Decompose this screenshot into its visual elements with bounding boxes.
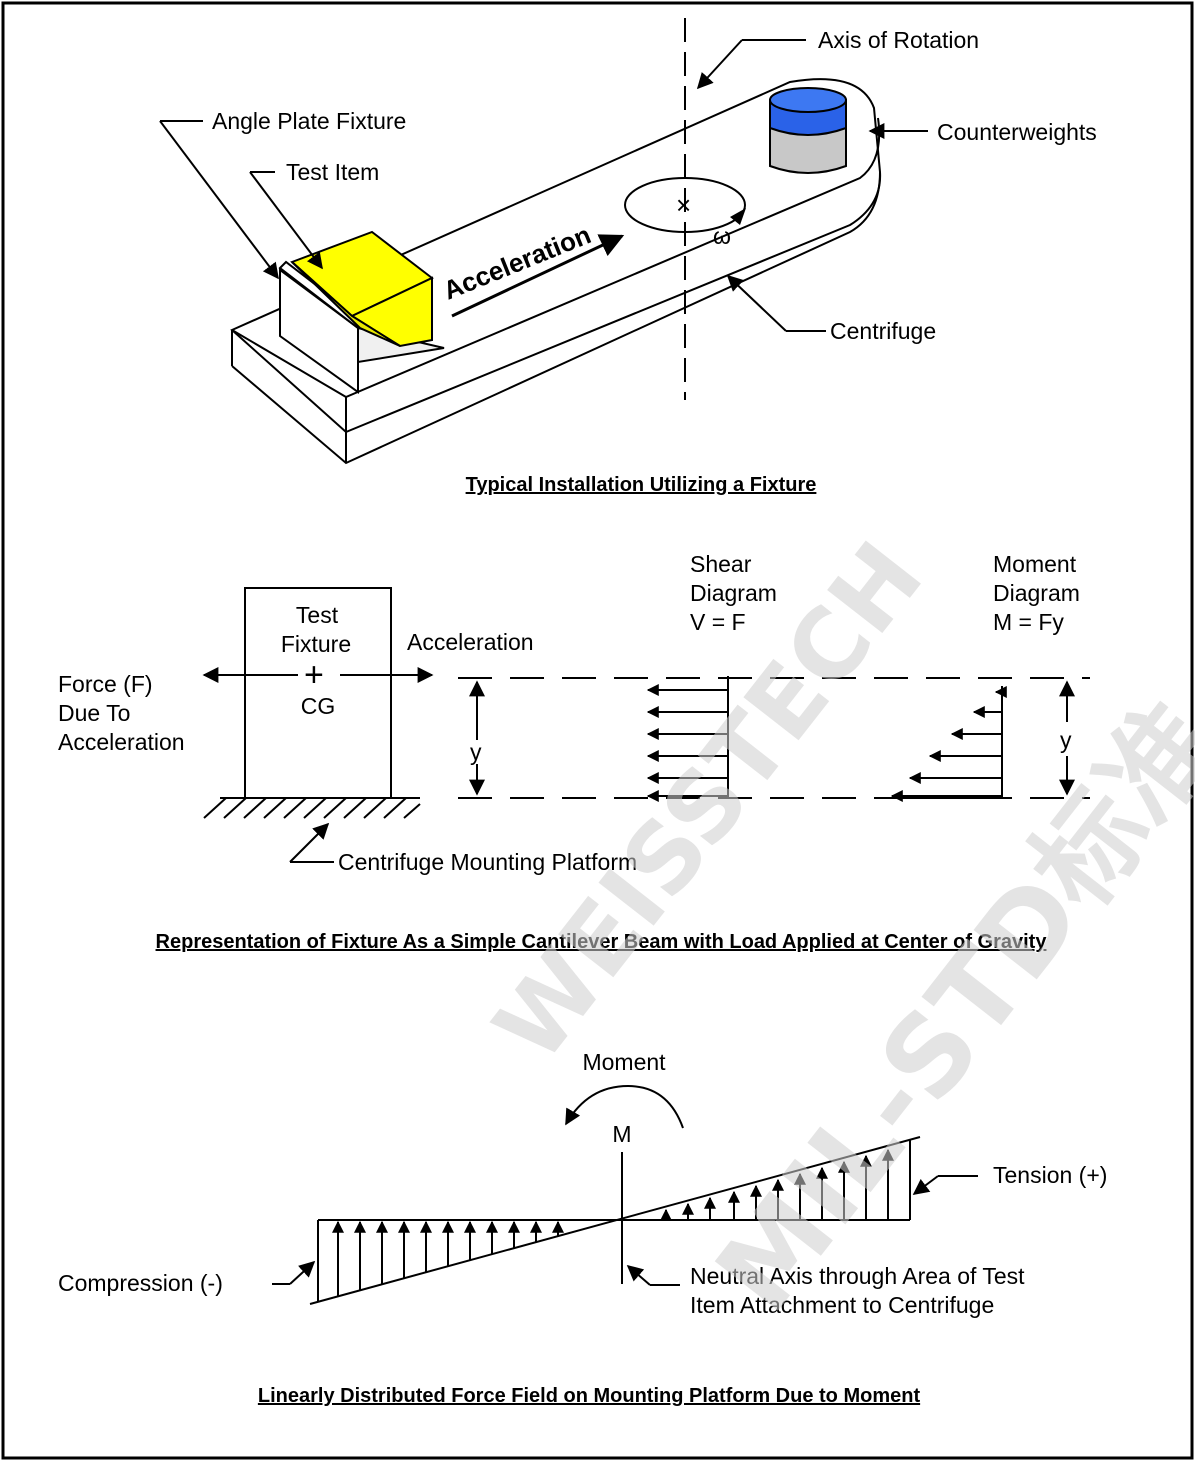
caption-panel3-text: Linearly Distributed Force Field on Moun… xyxy=(258,1385,921,1407)
caption-panel2: Representation of Fixture As a Simple Ca… xyxy=(156,931,1048,953)
panel-installation: × ω Acceleration Axis of Rotation Counte… xyxy=(159,18,1097,496)
tension-arrows xyxy=(660,1148,894,1221)
center-x-mark: × xyxy=(676,190,691,220)
test-item-box xyxy=(290,230,434,348)
label-angle-plate-fixture: Angle Plate Fixture xyxy=(212,108,406,134)
leader-compression-2 xyxy=(289,1260,316,1285)
leader-axis-2 xyxy=(696,39,743,90)
label-shear-1: Shear xyxy=(690,551,752,577)
label-m: M xyxy=(612,1121,631,1147)
moment-diagram xyxy=(890,686,1007,802)
label-tension: Tension (+) xyxy=(993,1162,1107,1188)
label-shear-3: V = F xyxy=(690,609,746,635)
label-force-1: Force (F) xyxy=(58,671,153,697)
label-fixture: Fixture xyxy=(281,631,351,657)
label-force-3: Acceleration xyxy=(58,729,185,755)
label-moment-1: Moment xyxy=(993,551,1077,577)
label-moment-2: Diagram xyxy=(993,580,1080,606)
leader-angle-plate-2 xyxy=(159,120,279,280)
label-compression: Compression (-) xyxy=(58,1270,223,1296)
acceleration-arrow xyxy=(451,234,625,318)
label-moment-3: M = Fy xyxy=(993,609,1064,635)
counterweight-stack xyxy=(769,87,847,174)
omega-label: ω xyxy=(713,223,731,249)
label-cg: CG xyxy=(301,693,336,719)
shear-diagram xyxy=(646,676,729,802)
rotation-arrowhead xyxy=(730,208,746,225)
label-centrifuge: Centrifuge xyxy=(830,318,936,344)
compression-arrows xyxy=(332,1220,564,1296)
label-force-2: Due To xyxy=(58,700,130,726)
rotation-circle xyxy=(624,177,746,233)
label-test-item: Test Item xyxy=(286,159,379,185)
leader-neutral-2 xyxy=(626,1264,651,1286)
watermark: WEISSTECH MIL-STD标准 xyxy=(473,522,1195,1335)
label-shear-2: Diagram xyxy=(690,580,777,606)
moment-curve-arrow xyxy=(565,1084,684,1129)
label-platform: Centrifuge Mounting Platform xyxy=(338,849,637,875)
distribution-line xyxy=(309,1136,921,1305)
mounting-platform-hatch xyxy=(203,797,421,819)
label-counterweights: Counterweights xyxy=(937,119,1097,145)
caption-panel1: Typical Installation Utilizing a Fixture xyxy=(466,474,817,496)
label-neutral-2: Item Attachment to Centrifuge xyxy=(690,1292,994,1318)
leader-centrifuge-2 xyxy=(726,274,787,332)
test-fixture-block xyxy=(244,587,392,799)
leader-platform-3 xyxy=(289,822,330,863)
cg-plus-mark: + xyxy=(304,656,324,694)
label-test: Test xyxy=(296,602,339,628)
label-acceleration: Acceleration xyxy=(407,629,534,655)
leader-test-item-2 xyxy=(249,171,323,270)
label-moment-title: Moment xyxy=(582,1049,666,1075)
leader-tension-2 xyxy=(912,1175,939,1195)
label-axis-of-rotation: Axis of Rotation xyxy=(818,27,979,53)
label-y-left: y xyxy=(470,739,482,765)
label-neutral-1: Neutral Axis through Area of Test xyxy=(690,1263,1025,1289)
panel-cantilever: Test Fixture + CG Centrifuge Mounting Pl… xyxy=(58,551,1090,953)
panel-force-field: Moment M xyxy=(58,1049,1107,1407)
label-y-right: y xyxy=(1060,727,1072,753)
